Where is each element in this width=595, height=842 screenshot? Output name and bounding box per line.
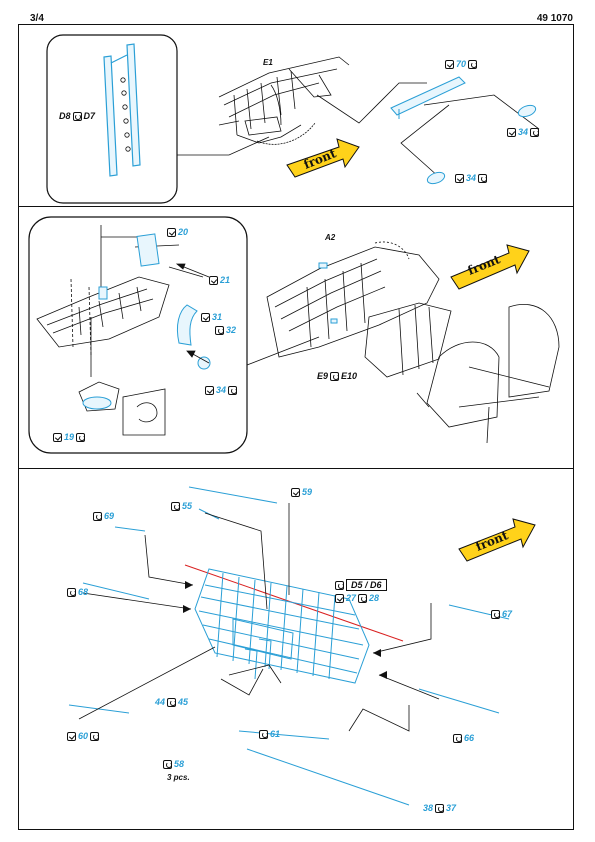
part-ref-d7: D7 — [83, 111, 96, 121]
callout-55: 55 — [171, 501, 192, 511]
part-ref-d5-d6: D5 / D6 — [346, 579, 387, 591]
bend-icon — [171, 501, 180, 511]
callout-61: 61 — [259, 729, 280, 739]
check-icon — [205, 385, 214, 395]
callout-34: 34 — [205, 385, 238, 395]
callout-67: 67 — [491, 609, 512, 619]
callout-34-upper: 34 — [507, 127, 540, 137]
part-ref-a2: A2 — [325, 233, 336, 242]
callout-38-37: 38 37 — [423, 803, 457, 813]
bend-icon — [228, 385, 238, 395]
bend-icon — [90, 731, 100, 741]
bend-icon — [67, 587, 76, 597]
bend-icon — [76, 432, 86, 442]
panel-3-drawing — [68, 486, 536, 806]
bend-icon — [72, 111, 82, 121]
document-code: 49 1070 — [536, 13, 573, 24]
part-ref-e1: E1 — [263, 58, 273, 67]
bend-icon — [491, 609, 500, 619]
panel-2-drawing — [28, 216, 560, 454]
step-panel-1: D8 D7 E1 70 34 34 front — [18, 24, 574, 207]
bend-icon — [167, 697, 177, 707]
bend-icon — [435, 803, 445, 813]
bend-icon — [163, 759, 172, 769]
check-icon — [291, 487, 300, 497]
callout-34-lower: 34 — [455, 173, 488, 183]
callout-44-45: 44 45 — [155, 697, 189, 707]
inset-part-refs: D8 D7 — [59, 111, 95, 121]
callout-59: 59 — [291, 487, 312, 497]
check-icon — [201, 312, 210, 322]
check-icon — [445, 59, 454, 69]
callout-20: 20 — [167, 227, 188, 237]
callout-70: 70 — [445, 59, 478, 69]
check-icon — [53, 432, 62, 442]
bend-icon — [215, 325, 224, 335]
bend-icon — [453, 733, 462, 743]
callout-68: 68 — [67, 587, 88, 597]
part-ref-e10: E10 — [341, 371, 358, 381]
bend-icon — [530, 127, 540, 137]
check-icon — [67, 731, 76, 741]
bend-icon — [93, 511, 102, 521]
bend-icon — [330, 371, 340, 381]
part-refs-e9-e10: E9 E10 — [317, 371, 357, 381]
check-icon — [455, 173, 464, 183]
panel-1-drawing — [46, 34, 540, 204]
bend-icon — [259, 729, 268, 739]
quantity-note: 3 pcs. — [167, 773, 190, 782]
bend-icon — [335, 580, 344, 590]
callout-19: 19 — [53, 432, 86, 442]
callout-32: 32 — [215, 325, 236, 335]
step-panel-3: 59 55 69 68 D5 / D6 27 28 67 44 45 60 61 — [18, 468, 574, 830]
step-panel-2: 20 21 31 32 34 19 A2 E9 E10 front — [18, 206, 574, 469]
bend-icon — [478, 173, 488, 183]
callout-21: 21 — [209, 275, 230, 285]
callout-66: 66 — [453, 733, 474, 743]
check-icon — [209, 275, 218, 285]
callout-69: 69 — [93, 511, 114, 521]
check-icon — [167, 227, 176, 237]
callout-58: 58 — [163, 759, 184, 769]
part-ref-d8: D8 — [59, 111, 71, 121]
callout-27-28: 27 28 — [335, 593, 379, 603]
bend-icon — [468, 59, 478, 69]
bend-icon — [358, 593, 368, 603]
check-icon — [335, 593, 344, 603]
check-icon — [507, 127, 516, 137]
page-number: 3/4 — [30, 13, 44, 24]
part-ref-e9: E9 — [317, 371, 329, 381]
boxed-part-ref: D5 / D6 — [335, 579, 387, 591]
callout-31: 31 — [201, 312, 222, 322]
callout-60: 60 — [67, 731, 100, 741]
